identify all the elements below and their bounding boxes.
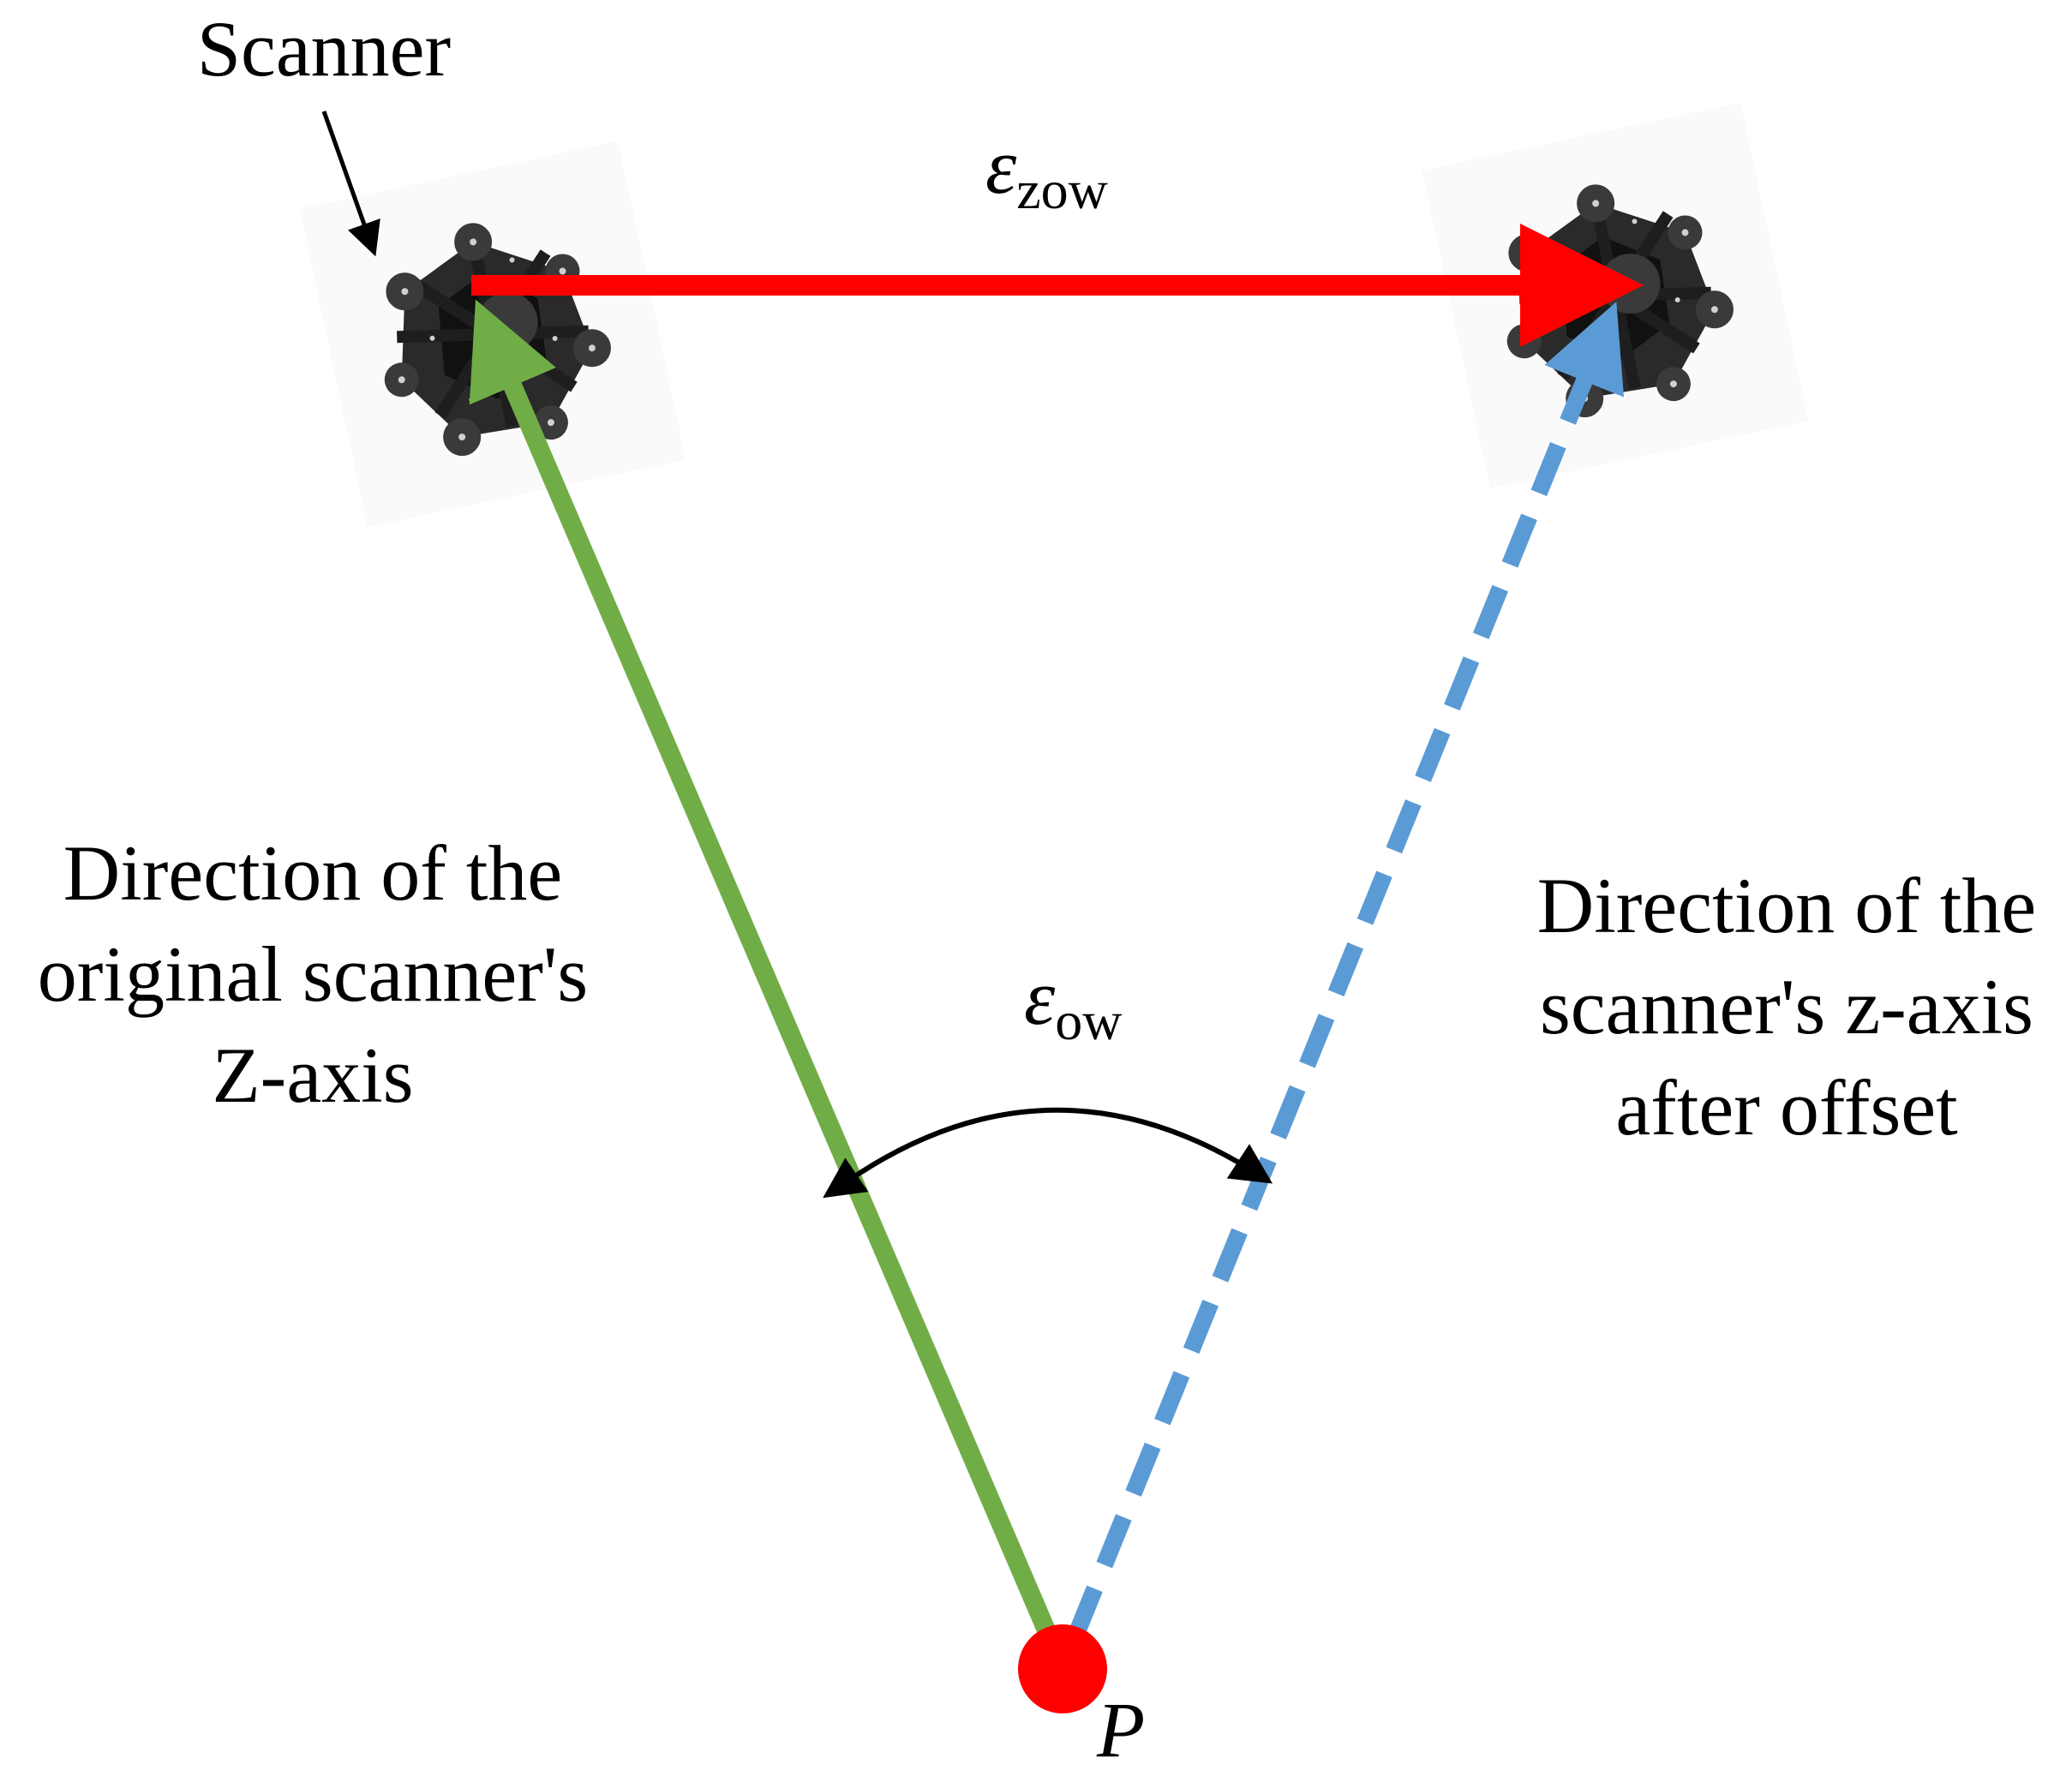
epsilon-zow-label: εzow — [985, 123, 1108, 220]
angle-arc — [823, 1107, 1273, 1199]
svg-text:Z-axis: Z-axis — [212, 1032, 413, 1119]
offset-z-axis-arrow — [1067, 302, 1625, 1640]
original-z-axis-arrow — [469, 299, 1057, 1636]
svg-text:original scanner's: original scanner's — [38, 930, 588, 1018]
scanner-pointer-arrow — [321, 111, 380, 257]
svg-text:Direction of the: Direction of the — [1537, 862, 2036, 949]
svg-text:scanner's z-axis: scanner's z-axis — [1540, 963, 2033, 1050]
point-p-marker — [1018, 1624, 1107, 1713]
epsilon-ow-label: εow — [1024, 954, 1122, 1051]
svg-text:after offset: after offset — [1615, 1064, 1958, 1151]
point-p-label: P — [1096, 1686, 1145, 1773]
left-caption: Direction of the original scanner's Z-ax… — [38, 829, 588, 1119]
right-caption: Direction of the scanner's z-axis after … — [1537, 862, 2036, 1151]
scanner-label: Scanner — [197, 5, 451, 93]
svg-text:Direction of the: Direction of the — [63, 829, 562, 917]
